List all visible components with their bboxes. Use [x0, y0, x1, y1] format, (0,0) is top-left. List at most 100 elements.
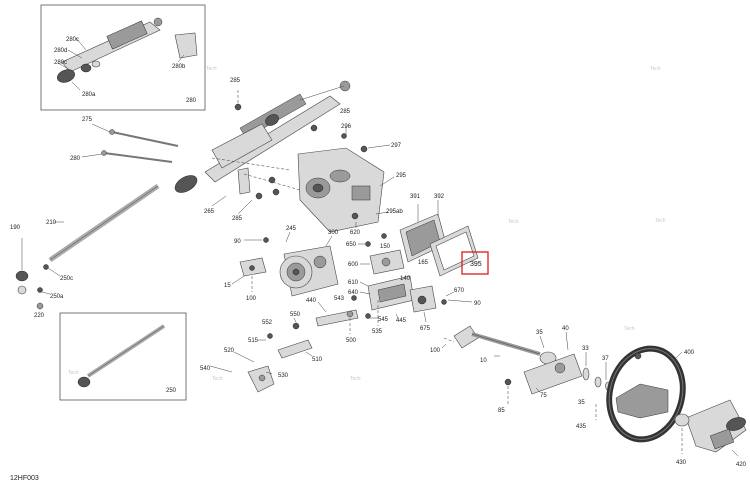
svg-text:Tech: Tech	[655, 218, 666, 224]
callout-210: 210	[46, 220, 57, 226]
bolt-285-top	[234, 103, 242, 111]
callout-280-main: 280	[70, 156, 81, 162]
callout-285-mid: 285	[340, 109, 351, 115]
callout-500: 500	[346, 338, 357, 344]
callout-280c: 280c	[66, 37, 79, 43]
power-steering-unit-300	[279, 245, 339, 297]
tie-rod-210	[15, 183, 160, 295]
cap-430	[674, 413, 690, 427]
callout-15: 15	[224, 283, 231, 289]
svg-text:Tech: Tech	[650, 66, 661, 72]
callout-550: 550	[290, 312, 301, 318]
callout-250: 250	[166, 388, 177, 394]
callout-280a: 280a	[82, 92, 96, 98]
callout-675: 675	[420, 326, 431, 332]
callout-140: 140	[400, 276, 411, 282]
svg-text:Tech: Tech	[624, 326, 635, 332]
callout-285-top: 285	[230, 78, 241, 84]
callout-650: 650	[346, 242, 357, 248]
callout-392: 392	[434, 194, 445, 200]
link-arm-510	[267, 322, 313, 359]
callout-552: 552	[262, 320, 273, 326]
gasket-392	[429, 225, 479, 277]
callout-285-low: 285	[232, 216, 243, 222]
callout-530: 530	[278, 373, 289, 379]
callout-545: 545	[378, 317, 389, 323]
callout-600: 600	[348, 262, 359, 268]
callout-445: 445	[396, 318, 407, 324]
svg-text:Tech: Tech	[212, 376, 223, 382]
steering-pad-420	[685, 399, 747, 453]
callout-520: 520	[224, 348, 235, 354]
callout-165: 165	[418, 260, 429, 266]
callout-535: 535	[372, 329, 383, 335]
callout-295: 295	[396, 173, 407, 179]
callout-640: 640	[348, 290, 359, 296]
callout-295ab: 295ab	[386, 209, 403, 215]
tilt-bracket-75	[504, 353, 583, 395]
watermarks: Tech Tech Tech Tech Tech Tech Tech Tech	[68, 66, 666, 382]
callout-670: 670	[454, 288, 465, 294]
clamp-520	[247, 365, 275, 393]
highlight-box-395	[461, 251, 489, 275]
callout-540: 540	[200, 366, 211, 372]
callout-37: 37	[602, 356, 609, 362]
callout-395-highlighted: 395	[470, 261, 482, 268]
nut-upper	[310, 124, 318, 132]
clamp-675	[409, 285, 437, 313]
callout-280c-2: 280c	[54, 60, 67, 66]
callout-190: 190	[10, 225, 21, 231]
callout-435: 435	[576, 424, 587, 430]
callout-280b: 280b	[172, 64, 186, 70]
callout-10: 10	[480, 358, 487, 364]
callout-280: 280	[186, 98, 197, 104]
callout-100-b: 100	[430, 348, 441, 354]
bracket-15	[239, 257, 267, 277]
callout-275: 275	[82, 117, 93, 123]
callout-245: 245	[286, 226, 297, 232]
callout-400: 400	[684, 350, 695, 356]
callout-620: 620	[350, 230, 361, 236]
figure-reference-code: 12HF003	[10, 475, 39, 482]
steering-rack-assembly	[174, 80, 351, 195]
mounting-bracket-295	[297, 147, 385, 233]
callout-220: 220	[34, 313, 45, 319]
column-bracket-610	[367, 275, 415, 311]
callout-33: 33	[582, 346, 589, 352]
callout-543: 543	[334, 296, 345, 302]
callout-300: 300	[328, 230, 339, 236]
cover-plate-391	[399, 213, 447, 263]
callout-610: 610	[348, 280, 359, 286]
svg-text:Tech: Tech	[508, 219, 519, 225]
callout-75: 75	[540, 393, 547, 399]
callout-297: 297	[391, 143, 402, 149]
callout-250a: 250a	[50, 294, 64, 300]
callout-420: 420	[736, 462, 747, 468]
svg-text:Tech: Tech	[350, 376, 361, 382]
callout-280d: 280d	[54, 48, 67, 54]
bolts-275	[101, 129, 179, 163]
callout-90-a: 90	[234, 239, 241, 245]
inset-rack-assembly	[57, 17, 198, 83]
linkage-440	[315, 309, 359, 327]
svg-text:Tech: Tech	[206, 66, 217, 72]
callout-515: 515	[248, 338, 259, 344]
callout-40: 40	[562, 326, 569, 332]
column-mount-600	[369, 249, 405, 275]
callout-250c: 250c	[60, 276, 73, 282]
callout-150: 150	[380, 244, 391, 250]
callout-265: 265	[204, 209, 215, 215]
callout-90-b: 90	[474, 301, 481, 307]
steering-wheel-400	[606, 345, 686, 443]
callout-85: 85	[498, 408, 505, 414]
callout-35-a: 35	[536, 330, 543, 336]
callout-510: 510	[312, 357, 323, 363]
inset-tie-rod-box	[59, 312, 187, 401]
inset-tie-rod-250	[77, 324, 166, 388]
callout-100-a: 100	[246, 296, 257, 302]
callout-296: 296	[341, 124, 352, 130]
svg-text:Tech: Tech	[68, 370, 79, 376]
callout-35-b: 35	[578, 400, 585, 406]
